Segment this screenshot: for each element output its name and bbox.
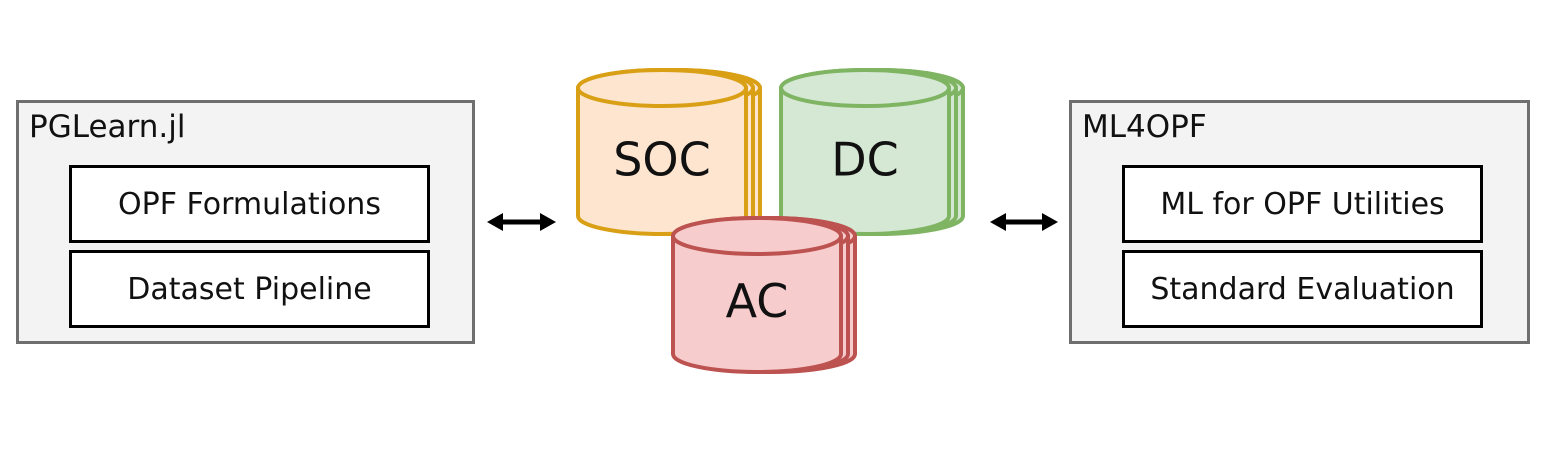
dataset-ac-label: AC bbox=[726, 274, 789, 328]
dataset-soc-cylinder: SOC bbox=[576, 68, 762, 236]
ml-for-opf-utilities-box: ML for OPF Utilities bbox=[1122, 165, 1483, 243]
ml4opf-title: ML4OPF bbox=[1082, 109, 1207, 145]
opf-formulations-box: OPF Formulations bbox=[69, 165, 430, 243]
dataset-ac-cylinder: AC bbox=[671, 216, 857, 374]
dataset-dc-cylinder: DC bbox=[779, 68, 965, 236]
ml4opf-panel: ML4OPF ML for OPF Utilities Standard Eva… bbox=[1069, 100, 1530, 344]
pglearn-panel: PGLearn.jl OPF Formulations Dataset Pipe… bbox=[16, 100, 475, 344]
dataset-pipeline-box: Dataset Pipeline bbox=[69, 250, 430, 328]
standard-evaluation-box: Standard Evaluation bbox=[1122, 250, 1483, 328]
dataset-soc-label: SOC bbox=[613, 132, 711, 186]
dataset-dc-label: DC bbox=[831, 132, 899, 186]
left-bidirectional-arrow bbox=[487, 213, 556, 231]
right-bidirectional-arrow bbox=[990, 213, 1058, 231]
pglearn-title: PGLearn.jl bbox=[29, 109, 186, 145]
